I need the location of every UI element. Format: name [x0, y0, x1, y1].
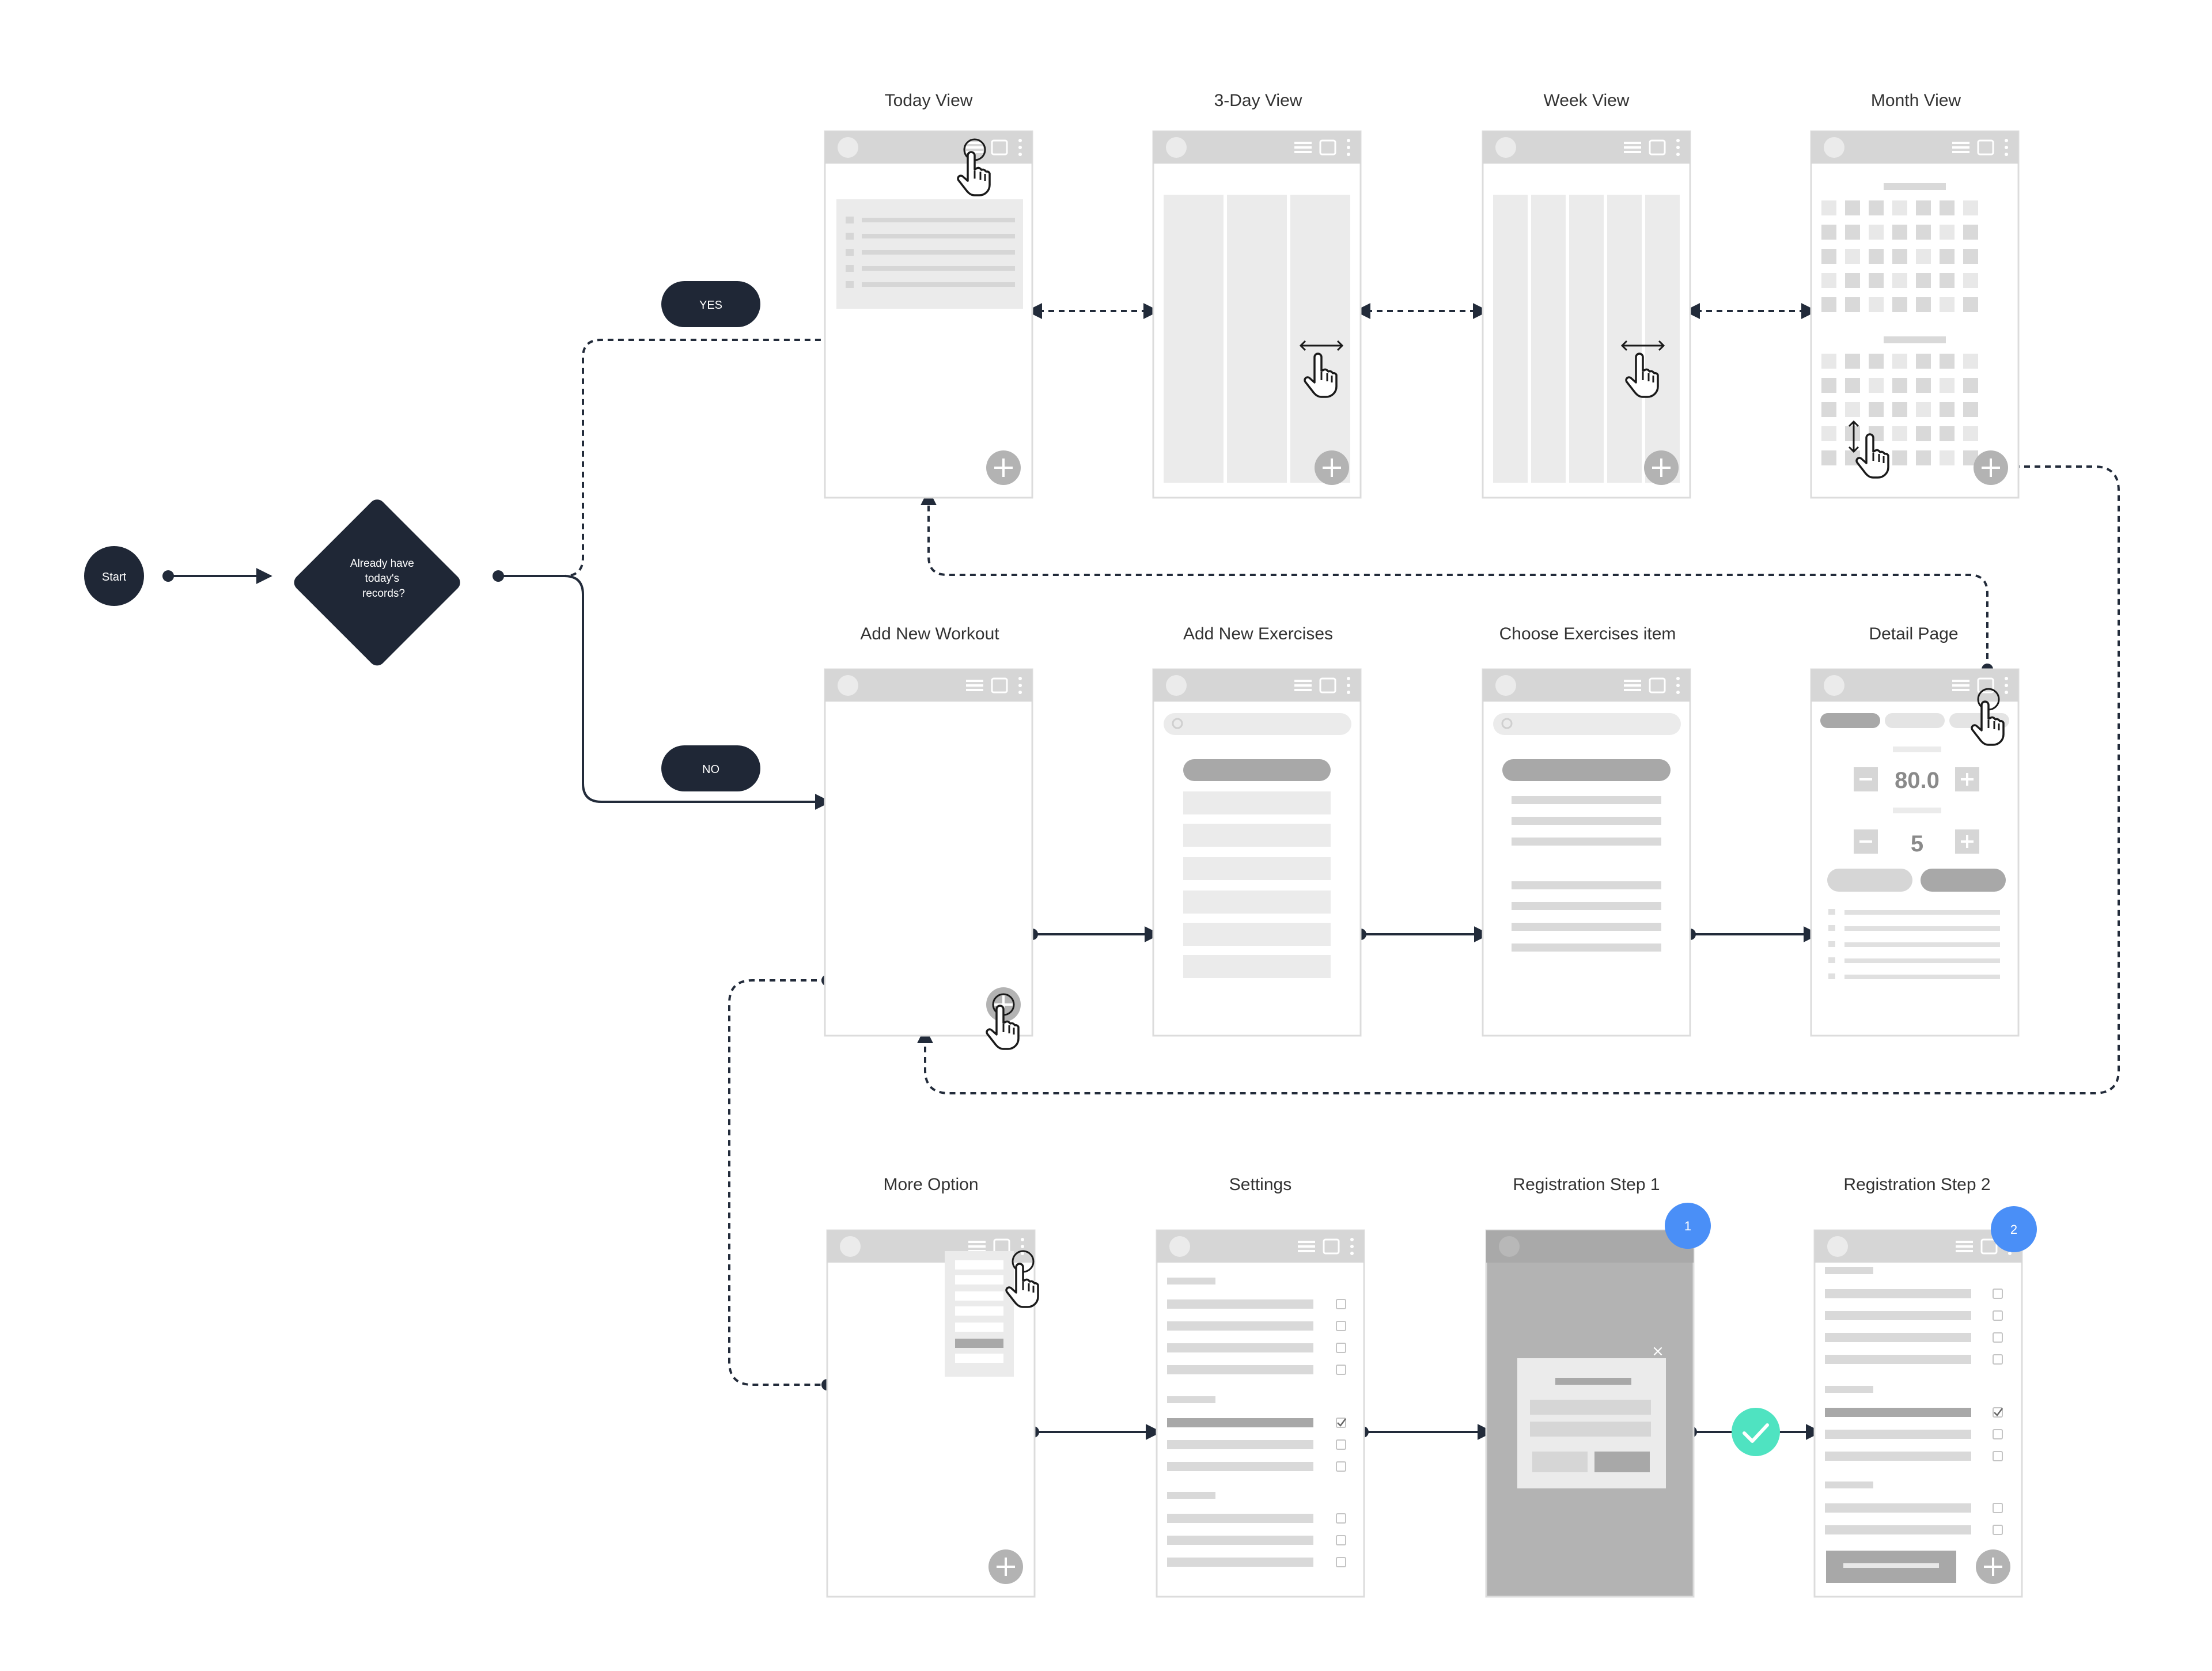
check-icon — [1732, 1408, 1780, 1456]
plus-icon[interactable] — [1644, 450, 1679, 485]
screen-title-today: Today View — [885, 91, 973, 110]
step-badge-1: 1 — [1665, 1203, 1711, 1249]
screen-title-detail: Detail Page — [1869, 624, 1958, 643]
connector-detail-today — [921, 489, 1988, 669]
start-node: Start — [84, 546, 144, 606]
screen-title-add-workout: Add New Workout — [860, 624, 999, 643]
screen-title-reg1: Registration Step 1 — [1513, 1175, 1660, 1194]
close-icon[interactable]: × — [1652, 1343, 1664, 1360]
checkbox-icon[interactable] — [1336, 1365, 1346, 1375]
plus-icon[interactable] — [1976, 1549, 2010, 1584]
checkbox-icon[interactable] — [1336, 1535, 1346, 1545]
no-pill: NO — [661, 745, 760, 791]
plus-icon[interactable] — [986, 450, 1021, 485]
registration-list — [1825, 1267, 2003, 1535]
connector-decision-no — [498, 575, 831, 810]
checkbox-icon[interactable] — [1336, 1439, 1346, 1450]
settings-list — [1167, 1278, 1346, 1567]
screen-3day-view[interactable] — [1152, 130, 1362, 499]
checkbox-icon[interactable] — [1336, 1461, 1346, 1472]
yes-pill: YES — [661, 281, 760, 327]
screen-settings[interactable] — [1156, 1229, 1365, 1598]
checkbox-icon[interactable] — [1993, 1429, 2003, 1439]
screen-title-reg2: Registration Step 2 — [1843, 1175, 1990, 1194]
swipe-horizontal-icon — [1620, 340, 1665, 351]
reps-value: 5 — [1911, 831, 1923, 857]
screen-title-month: Month View — [1871, 91, 1961, 110]
svg-text:Already have today's: Already have today's records? — [350, 558, 417, 600]
svg-text:2: 2 — [2010, 1222, 2017, 1237]
decision-line-2: today's — [365, 573, 400, 585]
step-badge-2: 2 — [1991, 1206, 2037, 1252]
checkbox-icon[interactable] — [1336, 1321, 1346, 1331]
screen-registration-step-1[interactable]: × 1 — [1485, 1203, 1711, 1598]
screen-today-view[interactable] — [824, 130, 1033, 499]
search-input[interactable] — [1164, 713, 1351, 735]
screen-title-week: Week View — [1544, 91, 1630, 110]
decision-node: Already have today's records? — [294, 499, 460, 666]
plus-icon[interactable] — [1974, 450, 2008, 485]
screen-title-choose-item: Choose Exercises item — [1499, 624, 1676, 643]
checkbox-icon[interactable] — [1993, 1451, 2003, 1461]
screen-title-settings: Settings — [1229, 1175, 1291, 1194]
screen-choose-exercises-item[interactable] — [1482, 668, 1691, 1037]
search-input[interactable] — [1493, 713, 1681, 735]
screen-add-workout[interactable] — [824, 668, 1033, 1050]
yes-label: YES — [699, 299, 722, 312]
screen-title-more-option: More Option — [883, 1175, 978, 1194]
month-grid — [1821, 200, 1978, 312]
screen-add-exercises[interactable] — [1152, 668, 1362, 1037]
screen-title-3day: 3-Day View — [1214, 91, 1302, 110]
checkbox-icon[interactable] — [1336, 1343, 1346, 1353]
checkbox-icon[interactable] — [1336, 1299, 1346, 1309]
plus-icon[interactable] — [1315, 450, 1349, 485]
checkbox-icon[interactable] — [1993, 1503, 2003, 1513]
svg-text:1: 1 — [1684, 1219, 1691, 1233]
connector-month-addworkout — [917, 465, 2120, 1094]
no-label: NO — [702, 763, 719, 776]
checkbox-icon[interactable] — [1993, 1310, 2003, 1321]
checkbox-icon[interactable] — [1336, 1513, 1346, 1524]
swipe-vertical-icon — [1848, 420, 1859, 453]
start-label: Start — [102, 571, 127, 583]
screen-more-option[interactable] — [826, 1229, 1039, 1598]
plus-icon[interactable] — [988, 1549, 1023, 1584]
connector-workout-moreoption — [728, 979, 827, 1386]
decision-line-1: Already have — [350, 558, 414, 570]
checkbox-icon[interactable] — [1336, 1557, 1346, 1567]
screen-registration-step-2[interactable]: 2 — [1813, 1206, 2037, 1598]
screen-title-add-exercises: Add New Exercises — [1183, 624, 1333, 643]
checkbox-icon[interactable] — [1993, 1354, 2003, 1365]
screen-month-view[interactable] — [1810, 130, 2020, 499]
swipe-horizontal-icon — [1299, 340, 1344, 351]
weight-value: 80.0 — [1895, 768, 1940, 793]
decision-line-3: records? — [362, 588, 405, 600]
search-icon — [1172, 718, 1183, 729]
checkbox-icon[interactable] — [1993, 1525, 2003, 1535]
checkbox-icon[interactable] — [1993, 1289, 2003, 1299]
connector-decision-yes — [498, 339, 825, 577]
checkbox-icon[interactable] — [1993, 1332, 2003, 1343]
screen-detail-page[interactable]: 80.0 5 — [1810, 668, 2020, 1037]
search-icon — [1501, 718, 1513, 729]
screen-week-view[interactable] — [1482, 130, 1691, 499]
